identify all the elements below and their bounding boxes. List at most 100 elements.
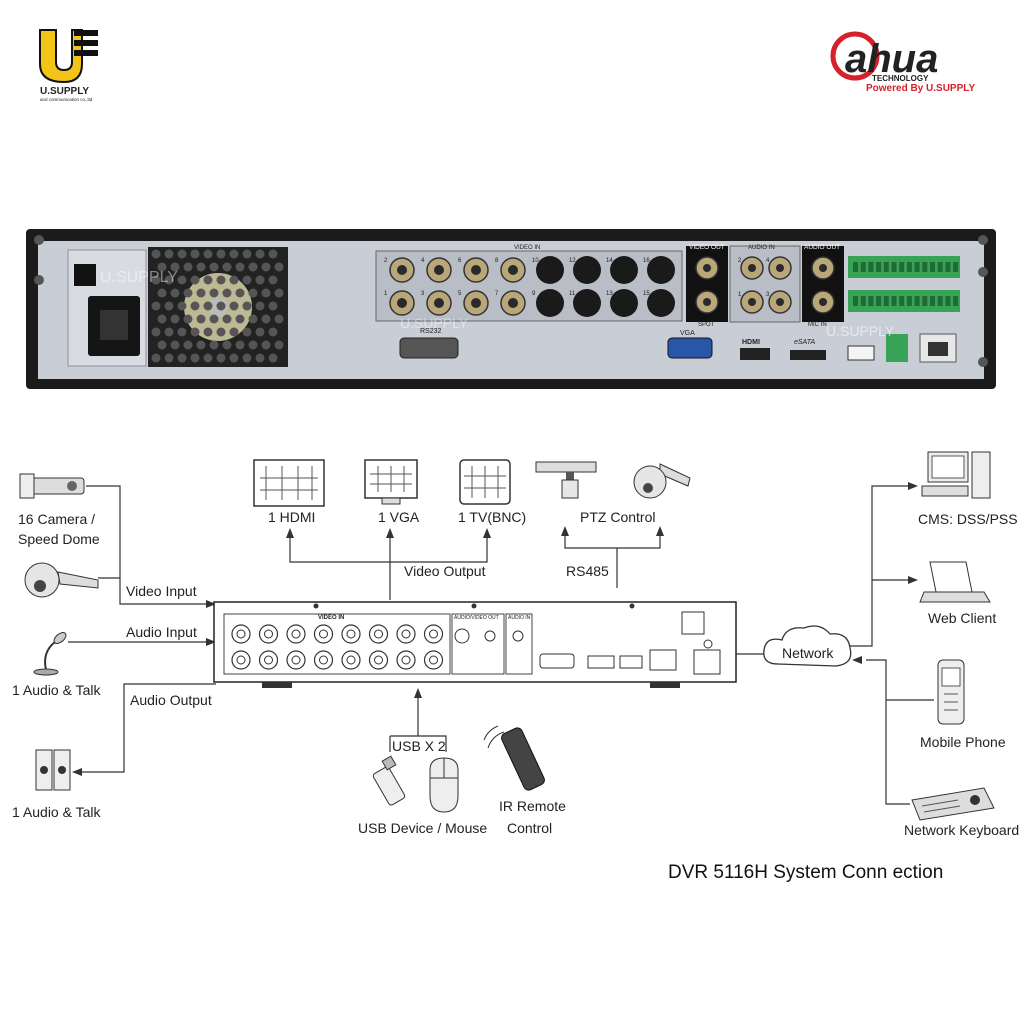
- terminal-screw: [876, 262, 882, 272]
- rear-connector-core: [703, 298, 711, 306]
- audio-number: 4: [766, 258, 770, 264]
- bnc-cap: [536, 256, 564, 284]
- bnc-number: 6: [458, 258, 462, 264]
- grill-hole: [164, 249, 174, 259]
- bnc-number: 2: [384, 258, 388, 264]
- rear-connector-core: [819, 264, 827, 272]
- usb-x2-label: USB X 2: [392, 738, 446, 754]
- cms-label: CMS: DSS/PSS: [918, 511, 1018, 527]
- grill-hole: [235, 288, 245, 298]
- terminal-screw: [883, 296, 889, 306]
- grill-hole: [216, 249, 226, 259]
- bnc-number: 13: [606, 291, 613, 297]
- grill-hole: [183, 314, 193, 324]
- terminal-screw: [899, 296, 905, 306]
- grill-hole: [268, 275, 278, 285]
- grill-hole: [255, 353, 265, 363]
- ptz-camera-icon: [535, 461, 597, 499]
- network-label: Network: [782, 645, 834, 661]
- grill-hole: [216, 275, 226, 285]
- grill-hole: [203, 353, 213, 363]
- grill-hole: [242, 275, 252, 285]
- dvr-av-out-label: AUDIO/VIDEO OUT: [454, 615, 499, 621]
- dvr-audio-in-label: AUDIO IN: [508, 615, 531, 621]
- grill-hole: [164, 275, 174, 285]
- grill-hole: [151, 301, 161, 311]
- grill-hole: [151, 353, 161, 363]
- terminal-screw: [868, 296, 874, 306]
- grill-hole: [229, 249, 239, 259]
- bnc-number: 8: [495, 258, 499, 264]
- grill-hole: [190, 249, 200, 259]
- dahua-logo: ahua TECHNOLOGY Powered By U.SUPPLY: [830, 31, 975, 94]
- dvr-video-in-label: VIDEO IN: [318, 615, 344, 621]
- dvr-bnc-core: [319, 655, 328, 665]
- mouse-icon: [429, 757, 459, 813]
- grill-hole: [151, 275, 161, 285]
- tv-monitor-icon: [459, 459, 511, 505]
- grill-hole: [248, 340, 258, 350]
- grill-hole: [170, 288, 180, 298]
- bnc-number: 1: [384, 291, 388, 297]
- grill-hole: [242, 327, 252, 337]
- grill-hole: [190, 327, 200, 337]
- bnc-number: 14: [606, 258, 613, 264]
- grill-hole: [170, 340, 180, 350]
- rear-audio-in-label: AUDIO IN: [748, 245, 775, 251]
- terminal-screw: [922, 296, 928, 306]
- rear-watermark-2: U.SUPPLY: [400, 315, 469, 331]
- bnc-number: 12: [569, 258, 576, 264]
- grill-hole: [268, 327, 278, 337]
- terminal-screw: [860, 262, 866, 272]
- grill-hole: [203, 301, 213, 311]
- ir-remote-icon: [483, 725, 545, 791]
- dvr-hdmi-port: [587, 655, 615, 669]
- usb-stick-icon: [372, 755, 406, 806]
- rear-watermark-3: U.SUPPLY: [826, 323, 895, 339]
- grill-hole: [274, 262, 284, 272]
- grill-hole: [196, 262, 206, 272]
- bnc-cap: [610, 289, 638, 317]
- rear-spot-label: SPOT: [698, 322, 715, 328]
- terminal-screw: [906, 262, 912, 272]
- grill-hole: [157, 262, 167, 272]
- grill-hole: [209, 262, 219, 272]
- dvr-bnc-core: [346, 629, 356, 639]
- dvr-bnc-core: [429, 655, 438, 665]
- grill-hole: [196, 288, 206, 298]
- grill-hole: [203, 275, 213, 285]
- grill-hole: [177, 249, 187, 259]
- dvr-lan-port: [649, 649, 677, 671]
- terminal-screw: [891, 296, 897, 306]
- mobile-phone-label: Mobile Phone: [920, 734, 1006, 750]
- grill-hole: [151, 327, 161, 337]
- grill-hole: [157, 314, 167, 324]
- terminal-screw: [891, 262, 897, 272]
- grill-hole: [229, 327, 239, 337]
- audio-number: 2: [738, 258, 742, 264]
- rear-connector-core: [776, 298, 784, 306]
- bnc-number: 4: [421, 258, 425, 264]
- grill-hole: [261, 314, 271, 324]
- terminal-screw: [937, 262, 943, 272]
- grill-hole: [216, 301, 226, 311]
- rs485-terminal: [886, 334, 908, 362]
- audio-input-label: Audio Input: [126, 624, 197, 640]
- audio-output-label: Audio Output: [130, 692, 212, 708]
- tv-label: 1 TV(BNC): [458, 509, 526, 525]
- hdmi-monitor-icon: [253, 459, 325, 507]
- dvr-usb-port: [619, 655, 643, 669]
- grill-hole: [222, 288, 232, 298]
- terminal-screw: [883, 262, 889, 272]
- vga-monitor-icon: [364, 459, 418, 505]
- grill-hole: [157, 288, 167, 298]
- terminal-screw: [868, 262, 874, 272]
- terminal-screw: [876, 296, 882, 306]
- grill-hole: [177, 353, 187, 363]
- grill-hole: [190, 353, 200, 363]
- dvr-bnc-core: [291, 655, 301, 665]
- bnc-number: 3: [421, 291, 425, 297]
- dvr-bnc-core: [236, 655, 246, 665]
- dahua-logo-text: ahua: [845, 37, 938, 81]
- terminal-screw: [914, 296, 920, 306]
